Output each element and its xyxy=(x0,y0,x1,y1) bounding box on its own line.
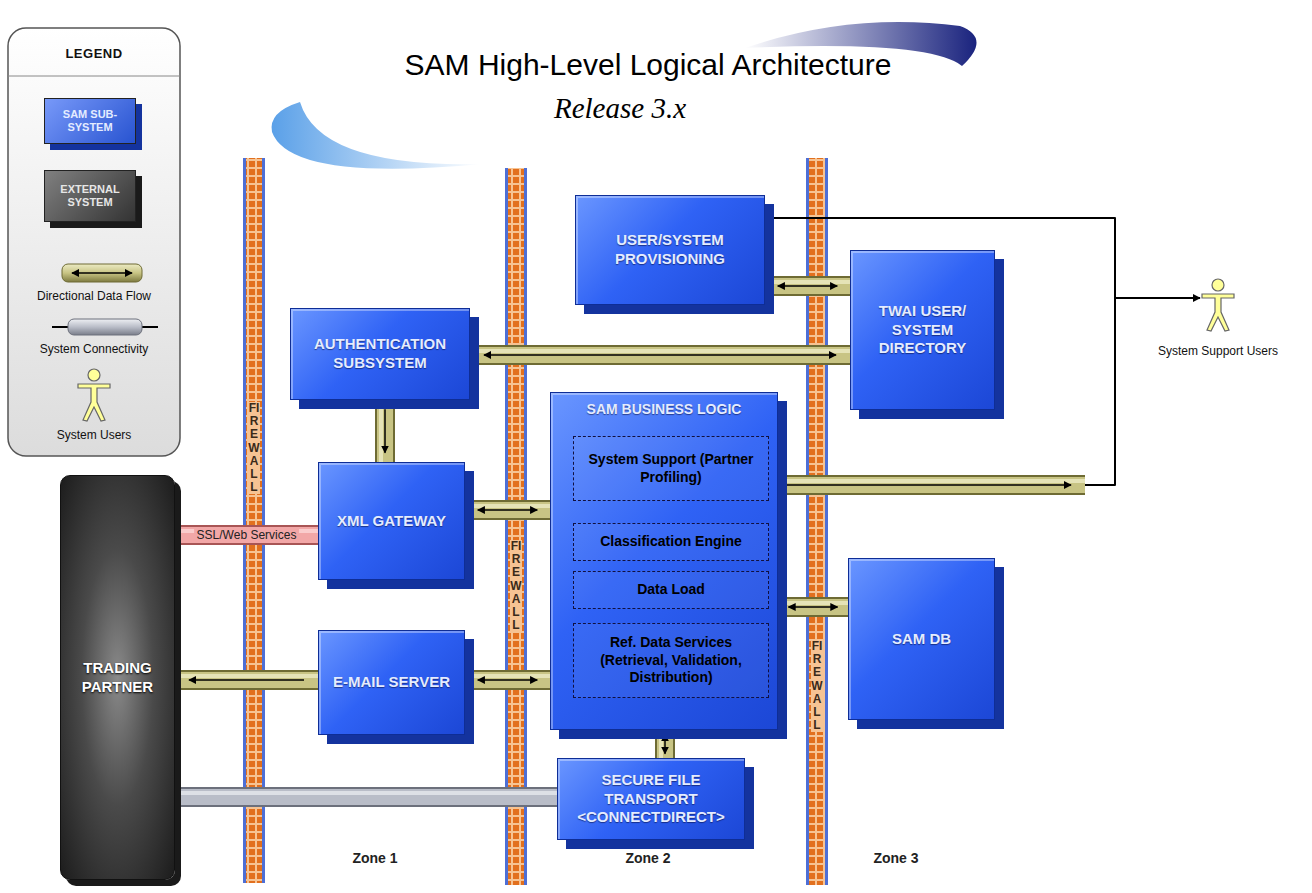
legend-text: System Connectivity xyxy=(9,342,179,356)
data-flow-pipe xyxy=(381,400,385,462)
legend-heading-wrap: LEGEND xyxy=(65,46,122,61)
subsystem-box: SECURE FILE TRANSPORT <CONNECTDIRECT> xyxy=(557,758,745,840)
node-text: SECURE FILE TRANSPORT <CONNECTDIRECT> xyxy=(564,771,738,827)
diagram-title: SAM High-Level Logical Architecture xyxy=(405,48,892,82)
user-figure-sample xyxy=(78,369,110,421)
legend-item: System Users xyxy=(9,428,179,442)
data-flow-pipe xyxy=(465,506,550,510)
node-text: XML GATEWAY xyxy=(337,512,446,531)
subsystem-box: SAM DB xyxy=(848,558,995,720)
node-text: AUTHENTICATION SUBSYSTEM xyxy=(297,335,463,373)
firewall-band xyxy=(505,168,527,885)
legend-text: SAM SUB-SYSTEM xyxy=(49,108,131,134)
title-swoosh xyxy=(272,102,482,169)
subsystem-box: XML GATEWAY xyxy=(318,462,465,580)
module-box: System Support (Partner Profiling) xyxy=(573,436,769,501)
firewall-band xyxy=(806,158,828,885)
actor-caption-wrap: System Support Users xyxy=(1158,344,1278,358)
node-text: TWAI USER/ SYSTEM DIRECTORY xyxy=(857,302,988,358)
node-text: Classification Engine xyxy=(600,533,742,551)
node-text: Data Load xyxy=(637,581,705,599)
data-flow-pipe xyxy=(175,793,557,797)
data-flow-pipe xyxy=(661,730,665,758)
node-text: SAM DB xyxy=(892,630,951,649)
pipe-label: SSL/Web Services xyxy=(194,528,300,542)
legend-divider xyxy=(8,76,180,77)
data-flow-sample xyxy=(62,264,142,282)
module-box: Data Load xyxy=(573,571,769,609)
zone-label-wrap: Zone 1 xyxy=(352,850,397,866)
user-figure xyxy=(1200,278,1236,334)
node-text: E-MAIL SERVER xyxy=(333,673,450,692)
legend-swatch: SAM SUB-SYSTEM xyxy=(44,98,136,144)
zone-label: Zone 3 xyxy=(873,850,918,866)
legend-swatch: EXTERNAL SYSTEM xyxy=(44,170,136,222)
actor-caption: System Support Users xyxy=(1158,344,1278,358)
zone-label: Zone 1 xyxy=(352,850,397,866)
node-text: Ref. Data Services (Retrieval, Validatio… xyxy=(577,634,765,687)
node-text: SAM BUSINESS LOGIC xyxy=(551,393,777,417)
subtitle-wrap: Release 3.x xyxy=(554,92,686,125)
module-box: Classification Engine xyxy=(573,523,769,561)
firewall-label-wrap: FIREWALL xyxy=(510,540,522,632)
data-flow-pipe xyxy=(778,603,848,607)
pipe-label-wrap: SSL/Web Services xyxy=(194,528,300,542)
legend-heading: LEGEND xyxy=(65,46,122,61)
user-actor: System Support Users xyxy=(1200,278,1236,334)
subsystem-box: AUTHENTICATION SUBSYSTEM xyxy=(290,308,470,400)
zone-label: Zone 2 xyxy=(625,850,670,866)
legend-item: System Connectivity xyxy=(9,342,179,356)
module-box: Ref. Data Services (Retrieval, Validatio… xyxy=(573,623,769,698)
connectivity-sample xyxy=(52,319,158,335)
firewall-label: FIREWALL xyxy=(510,540,522,632)
firewall-label-wrap: FIREWALL xyxy=(248,402,260,494)
legend-item: Directional Data Flow xyxy=(9,289,179,303)
external-system: TRADING PARTNER xyxy=(60,475,175,880)
legend-text: Directional Data Flow xyxy=(9,289,179,303)
data-flow-pipe xyxy=(765,282,850,286)
subsystem-box: TWAI USER/ SYSTEM DIRECTORY xyxy=(850,250,995,410)
subsystem-container: SAM BUSINESS LOGIC System Support (Partne… xyxy=(550,392,778,730)
data-flow-pipe xyxy=(175,676,318,680)
firewall-band xyxy=(243,158,265,883)
data-flow-pipe xyxy=(470,351,850,355)
node-text: TRADING PARTNER xyxy=(67,659,168,697)
legend-text: System Users xyxy=(9,428,179,442)
data-flow-pipe xyxy=(465,676,550,680)
title-wrap: SAM High-Level Logical Architecture xyxy=(405,48,892,82)
subsystem-box: E-MAIL SERVER xyxy=(318,630,465,735)
firewall-label: FIREWALL xyxy=(811,640,823,732)
zone-label-wrap: Zone 3 xyxy=(873,850,918,866)
subtitle: Release 3.x xyxy=(554,92,686,125)
legend-panel xyxy=(8,28,180,456)
firewall-label-wrap: FIREWALL xyxy=(811,640,823,732)
subsystem-box: USER/SYSTEM PROVISIONING xyxy=(575,195,765,305)
node-text: USER/SYSTEM PROVISIONING xyxy=(582,231,758,269)
node-text: System Support (Partner Profiling) xyxy=(577,451,765,486)
zone-label-wrap: Zone 2 xyxy=(625,850,670,866)
firewall-label: FIREWALL xyxy=(248,402,260,494)
legend-text: EXTERNAL SYSTEM xyxy=(49,183,131,209)
